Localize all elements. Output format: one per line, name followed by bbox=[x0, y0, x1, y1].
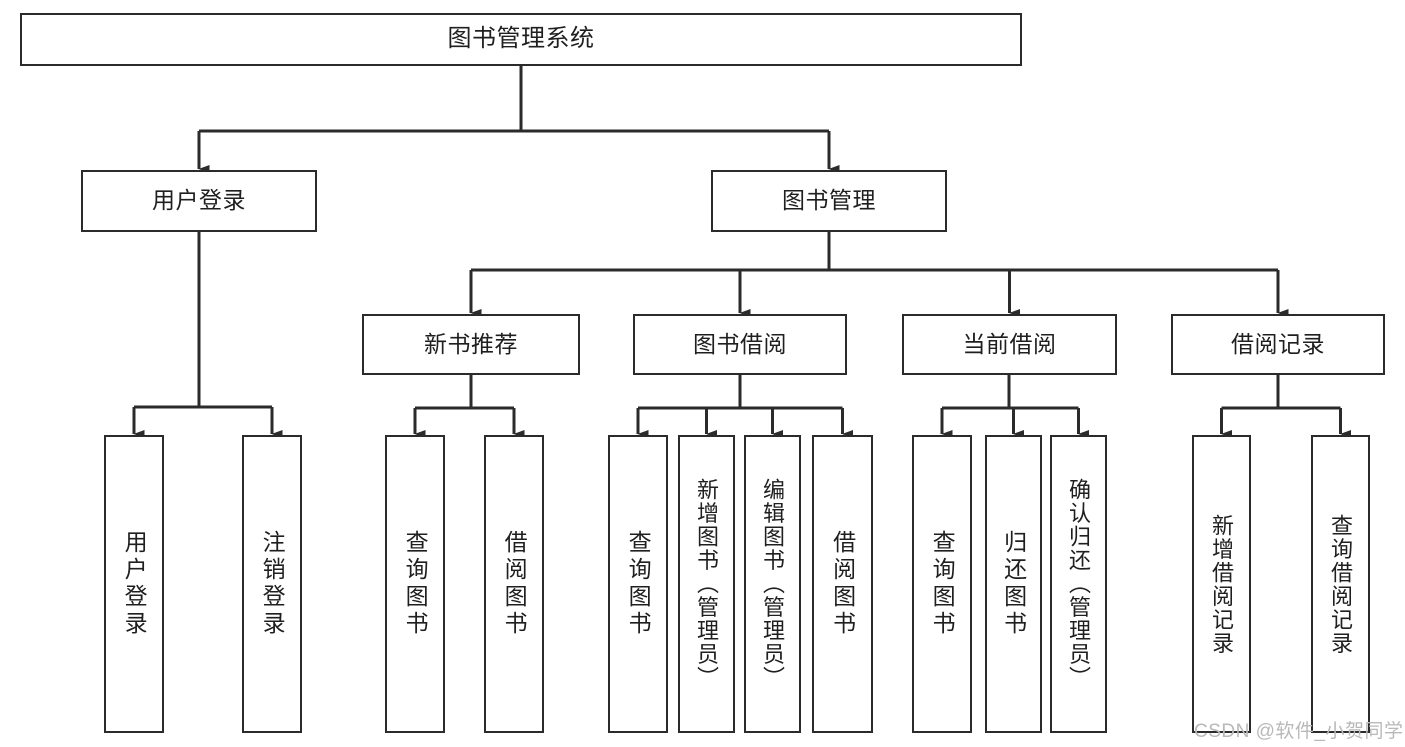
node-leaf-query-book-cur[interactable]: 查询图书 bbox=[912, 435, 972, 733]
node-leaf-query-book-borrow[interactable]: 查询图书 bbox=[608, 435, 668, 733]
node-label: 新增图书（管理员） bbox=[694, 478, 720, 690]
node-label: 借阅图书 bbox=[829, 530, 856, 638]
node-leaf-query-book-rec[interactable]: 查询图书 bbox=[385, 435, 445, 733]
node-root[interactable]: 图书管理系统 bbox=[20, 13, 1022, 66]
node-current-borrow[interactable]: 当前借阅 bbox=[902, 314, 1117, 375]
node-label: 确认归还（管理员） bbox=[1066, 478, 1092, 690]
node-label: 图书管理系统 bbox=[447, 25, 595, 53]
node-leaf-add-record[interactable]: 新增借阅记录 bbox=[1192, 435, 1251, 733]
node-label: 借阅图书 bbox=[501, 530, 528, 638]
node-label: 借阅记录 bbox=[1231, 330, 1325, 357]
node-user-login[interactable]: 用户登录 bbox=[81, 170, 317, 232]
node-new-book-rec[interactable]: 新书推荐 bbox=[362, 314, 580, 375]
node-label: 查询图书 bbox=[929, 530, 956, 638]
node-leaf-add-book[interactable]: 新增图书（管理员） bbox=[678, 435, 735, 733]
node-label: 编辑图书（管理员） bbox=[760, 478, 786, 690]
node-label: 新书推荐 bbox=[424, 330, 518, 357]
node-leaf-borrow-book-rec[interactable]: 借阅图书 bbox=[484, 435, 544, 733]
edges-group bbox=[132, 66, 1351, 438]
node-label: 注销登录 bbox=[259, 530, 286, 638]
node-label: 查询借阅记录 bbox=[1328, 513, 1354, 655]
node-leaf-logout[interactable]: 注销登录 bbox=[242, 435, 302, 733]
node-borrow-record[interactable]: 借阅记录 bbox=[1171, 314, 1385, 375]
node-label: 查询图书 bbox=[625, 530, 652, 638]
node-label: 查询图书 bbox=[402, 530, 429, 638]
node-book-borrow[interactable]: 图书借阅 bbox=[633, 314, 847, 375]
node-leaf-query-record[interactable]: 查询借阅记录 bbox=[1311, 435, 1370, 733]
watermark-text: CSDN @软件_小贺同学 bbox=[1194, 721, 1404, 742]
node-leaf-edit-book[interactable]: 编辑图书（管理员） bbox=[744, 435, 801, 733]
node-leaf-user-login[interactable]: 用户登录 bbox=[104, 435, 164, 733]
node-leaf-return-book[interactable]: 归还图书 bbox=[985, 435, 1042, 733]
node-label: 图书管理 bbox=[782, 187, 876, 214]
node-leaf-borrow-book[interactable]: 借阅图书 bbox=[812, 435, 873, 733]
node-label: 归还图书 bbox=[1000, 530, 1027, 638]
node-label: 当前借阅 bbox=[962, 330, 1057, 357]
node-label: 用户登录 bbox=[152, 187, 246, 214]
node-leaf-confirm-return[interactable]: 确认归还（管理员） bbox=[1050, 435, 1107, 733]
node-book-manage[interactable]: 图书管理 bbox=[711, 170, 947, 232]
node-label: 新增借阅记录 bbox=[1209, 513, 1235, 655]
node-label: 用户登录 bbox=[121, 530, 148, 638]
node-label: 图书借阅 bbox=[693, 330, 787, 357]
